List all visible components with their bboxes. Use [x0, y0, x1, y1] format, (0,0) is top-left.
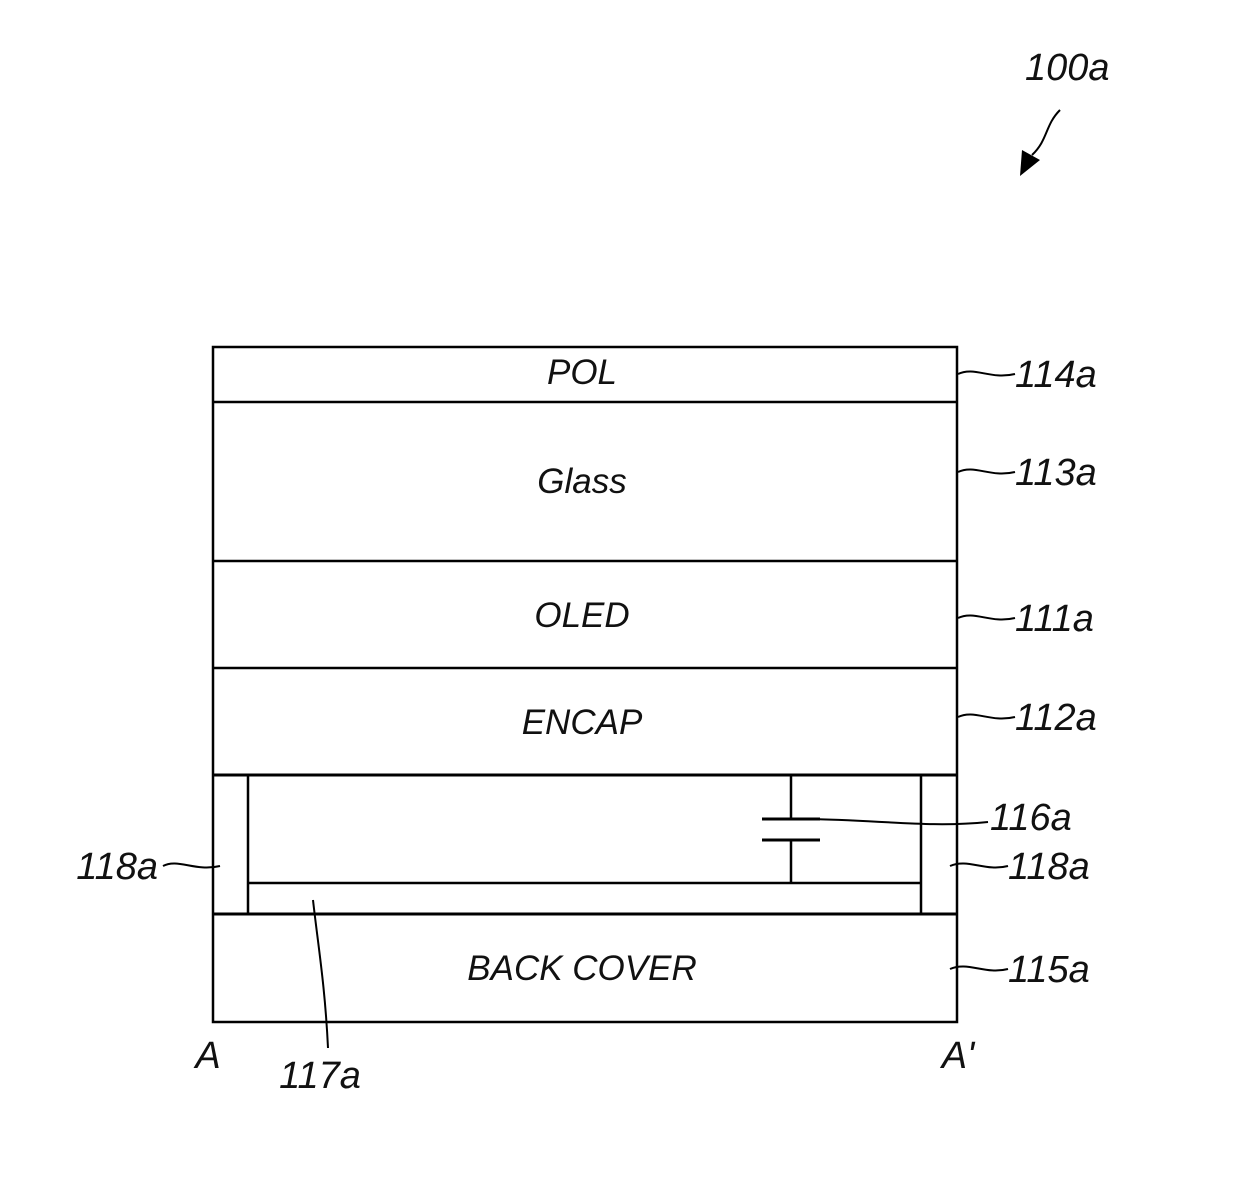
pol-leader — [958, 371, 1015, 375]
oled-layer-label: OLED — [534, 596, 629, 635]
oled-leader — [958, 615, 1015, 619]
back-cover-leader — [950, 966, 1008, 970]
pol-layer-label: POL — [547, 353, 617, 392]
figure-reference-arrow-line — [1032, 110, 1060, 155]
sidewall-left-leader — [163, 863, 220, 867]
sidewall-right-ref-label: 118a — [1008, 846, 1090, 888]
sidewall-right-leader — [950, 863, 1008, 867]
bottom-plate-ref-label: 117a — [279, 1055, 361, 1097]
pol-ref-label: 114a — [1015, 354, 1097, 396]
stack-outline — [213, 347, 957, 1022]
back-cover-layer-label: BACK COVER — [467, 949, 697, 988]
figure-reference-label: 100a — [1025, 47, 1110, 89]
glass-leader — [958, 469, 1015, 473]
sidewall-left-ref-label: 118a — [76, 846, 158, 888]
encap-ref-label: 112a — [1015, 697, 1097, 739]
capacitor-ref-label: 116a — [990, 797, 1072, 839]
figure-reference-arrowhead — [1020, 150, 1040, 176]
capacitor-leader — [808, 819, 988, 824]
section-start-label: A — [193, 1035, 220, 1077]
glass-layer-label: Glass — [537, 462, 626, 501]
back-cover-ref-label: 115a — [1008, 949, 1090, 991]
oled-ref-label: 111a — [1015, 598, 1094, 640]
encap-layer-label: ENCAP — [522, 703, 643, 742]
section-end-label: A' — [940, 1035, 976, 1077]
glass-ref-label: 113a — [1015, 452, 1097, 494]
bottom-plate-leader — [313, 900, 328, 1048]
encap-leader — [958, 714, 1015, 718]
